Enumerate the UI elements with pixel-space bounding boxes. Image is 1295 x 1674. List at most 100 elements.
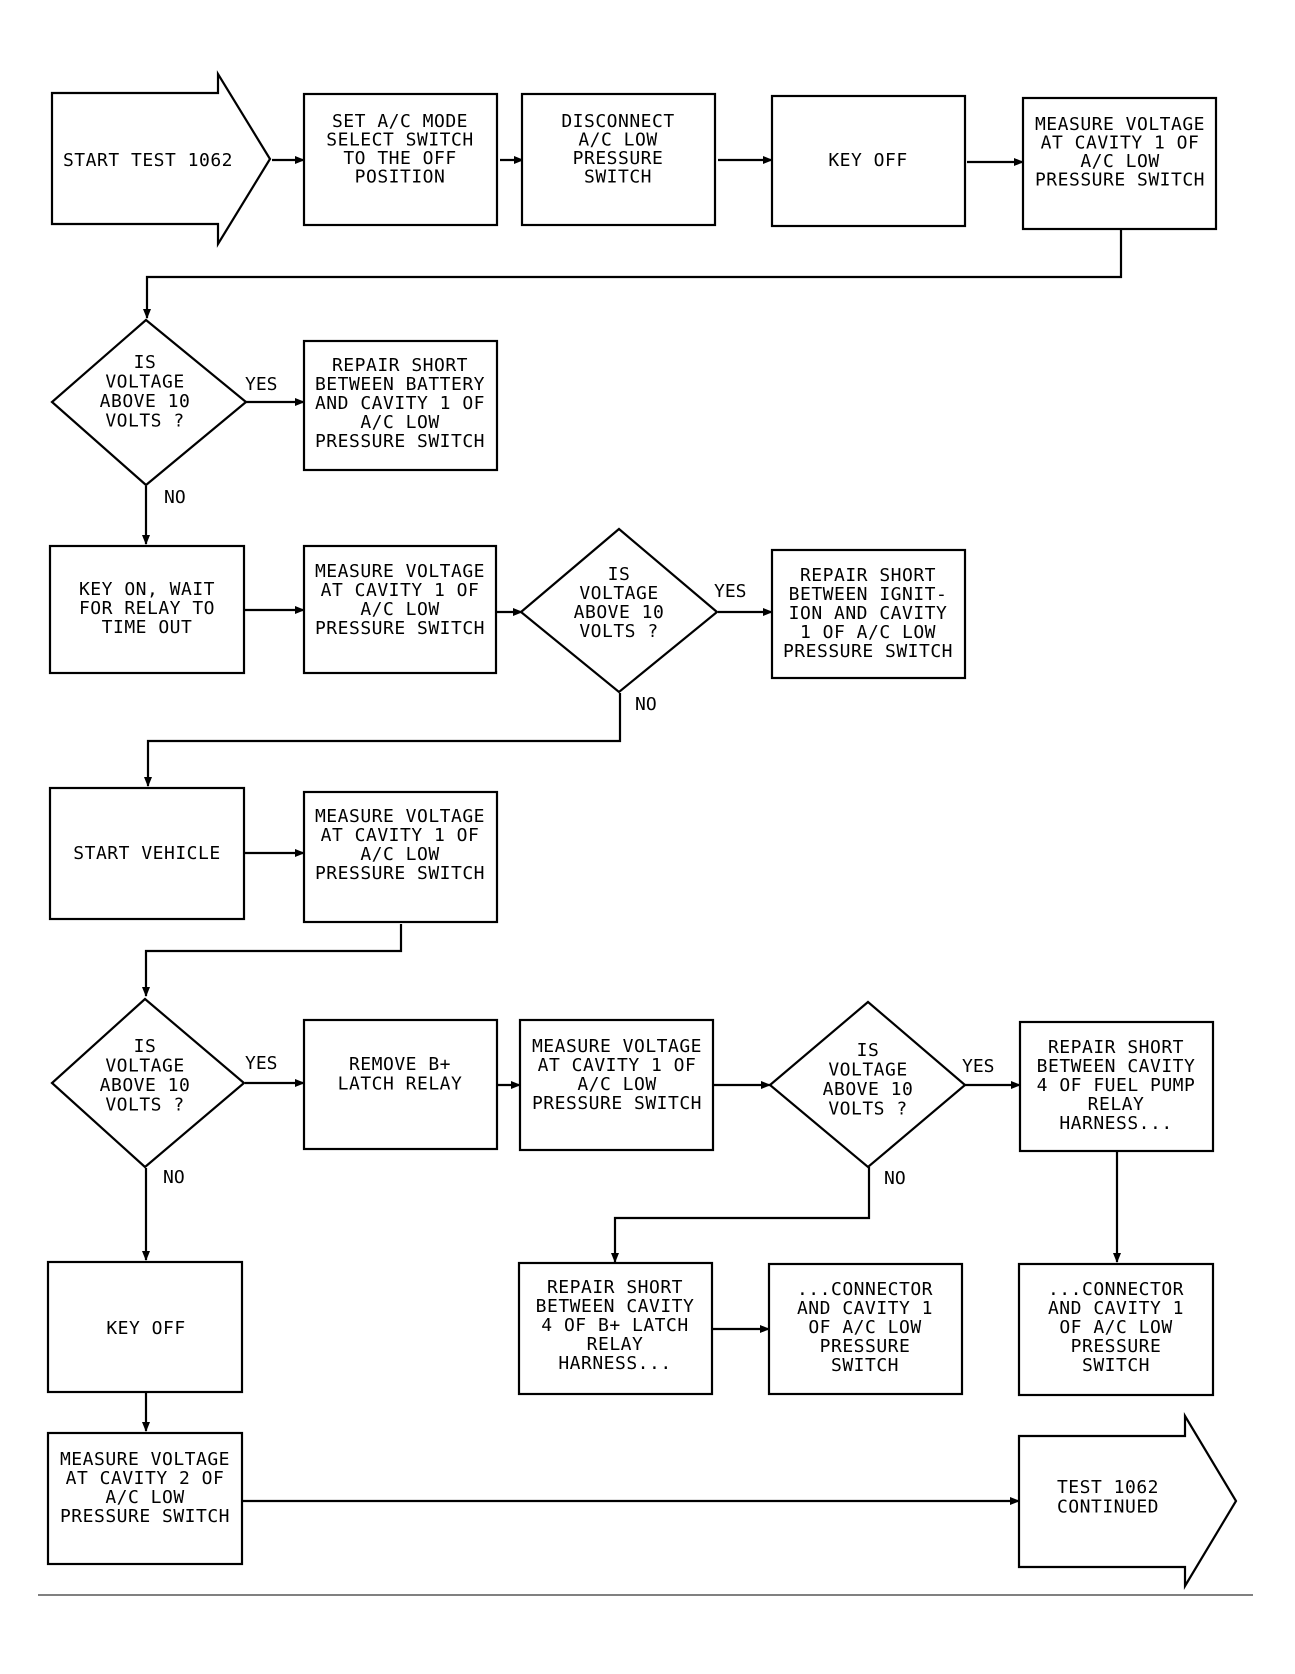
key-off-1-label: KEY OFF xyxy=(828,150,907,171)
decision-3-label: VOLTAGE xyxy=(105,1056,184,1077)
no-label: NO xyxy=(164,487,186,508)
conn-fuel-label: ...CONNECTOR xyxy=(1048,1279,1184,1300)
key-off-2-label: KEY OFF xyxy=(106,1318,185,1339)
measure-5-label: AT CAVITY 2 OF xyxy=(66,1468,225,1489)
disconnect-label: SWITCH xyxy=(584,167,652,188)
no-label: NO xyxy=(635,694,657,715)
decision-4-label: VOLTAGE xyxy=(828,1060,907,1081)
repair-1-label: BETWEEN BATTERY xyxy=(315,374,485,395)
measure-2-label: AT CAVITY 1 OF xyxy=(321,580,480,601)
conn-fuel-label: SWITCH xyxy=(1082,1355,1150,1376)
repair-fuel-box xyxy=(1018,1020,1215,1153)
decision-2-diamond xyxy=(519,527,719,694)
measure-3-label: MEASURE VOLTAGE xyxy=(315,806,485,827)
repair-1-label: A/C LOW xyxy=(360,412,439,433)
repair-latch-label: RELAY xyxy=(587,1334,644,1355)
repair-fuel-label: 4 OF FUEL PUMP xyxy=(1037,1075,1196,1096)
no-label: NO xyxy=(163,1167,185,1188)
measure-1-box xyxy=(1021,96,1218,231)
decision-2-label: VOLTAGE xyxy=(579,583,658,604)
repair-latch-label: 4 OF B+ LATCH xyxy=(541,1315,688,1336)
repair-1-label: PRESSURE SWITCH xyxy=(315,431,485,452)
key-on-label: KEY ON, WAIT xyxy=(79,579,215,600)
measure-4-label: AT CAVITY 1 OF xyxy=(538,1055,697,1076)
disconnect-label: A/C LOW xyxy=(578,130,657,151)
conn-latch-label: OF A/C LOW xyxy=(808,1317,921,1338)
measure-1-label: A/C LOW xyxy=(1080,151,1159,172)
edge-measure-1-to-decision-1 xyxy=(143,229,1123,319)
yes-label: YES xyxy=(245,374,278,395)
conn-latch-label: SWITCH xyxy=(831,1355,899,1376)
measure-1-label: MEASURE VOLTAGE xyxy=(1035,114,1205,135)
edge-measure-3-to-decision-3 xyxy=(142,924,403,997)
key-off-2-box xyxy=(46,1260,244,1394)
decision-2-label: IS xyxy=(608,564,631,585)
measure-2-label: A/C LOW xyxy=(360,599,439,620)
decision-4-label: ABOVE 10 xyxy=(823,1079,914,1100)
repair-2-box xyxy=(770,548,967,680)
decision-3-diamond xyxy=(50,997,246,1169)
repair-fuel-label: RELAY xyxy=(1088,1094,1145,1115)
conn-fuel-label: AND CAVITY 1 xyxy=(1048,1298,1184,1319)
repair-latch-box xyxy=(517,1261,714,1396)
repair-1-label: AND CAVITY 1 OF xyxy=(315,393,485,414)
repair-2-label: BETWEEN IGNIT- xyxy=(789,584,948,605)
measure-3-label: A/C LOW xyxy=(360,844,439,865)
measure-2-label: PRESSURE SWITCH xyxy=(315,618,485,639)
connector-fuel-box xyxy=(1017,1262,1215,1397)
repair-fuel-label: HARNESS... xyxy=(1059,1113,1172,1134)
measure-1-label: AT CAVITY 1 OF xyxy=(1041,133,1200,154)
measure-5-box xyxy=(46,1431,244,1566)
decision-3-label: ABOVE 10 xyxy=(100,1075,191,1096)
yes-label: YES xyxy=(245,1053,278,1074)
edge-labels: YES NO YES NO YES NO YES NO xyxy=(163,374,995,1189)
decision-3-label: IS xyxy=(134,1036,157,1057)
measure-5-label: MEASURE VOLTAGE xyxy=(60,1449,230,1470)
measure-4-label: PRESSURE SWITCH xyxy=(532,1093,702,1114)
continued-arrow xyxy=(1017,1412,1238,1590)
start-arrow xyxy=(50,70,272,248)
measure-3-box xyxy=(302,790,499,924)
measure-4-box xyxy=(518,1018,715,1152)
continued-label: CONTINUED xyxy=(1057,1497,1159,1518)
conn-latch-label: AND CAVITY 1 xyxy=(797,1298,933,1319)
repair-2-label: ION AND CAVITY xyxy=(789,603,948,624)
remove-relay-label: REMOVE B+ xyxy=(349,1054,451,1075)
edge-decision-2-no xyxy=(144,693,622,787)
set-mode-label: TO THE OFF xyxy=(343,148,456,169)
no-label: NO xyxy=(884,1168,906,1189)
key-on-label: TIME OUT xyxy=(102,617,193,638)
decision-1-diamond xyxy=(50,318,248,487)
measure-2-box xyxy=(302,544,498,675)
decision-1-label: VOLTAGE xyxy=(105,372,184,393)
measure-1-label: PRESSURE SWITCH xyxy=(1035,170,1205,191)
key-on-label: FOR RELAY TO xyxy=(79,598,215,619)
decision-1-label: VOLTS ? xyxy=(105,411,184,432)
set-mode-label: SELECT SWITCH xyxy=(326,130,473,151)
repair-2-label: REPAIR SHORT xyxy=(800,565,936,586)
remove-relay-box xyxy=(302,1018,499,1151)
repair-1-label: REPAIR SHORT xyxy=(332,355,468,376)
conn-fuel-label: PRESSURE xyxy=(1071,1336,1162,1357)
yes-label: YES xyxy=(714,581,747,602)
start-vehicle-label: START VEHICLE xyxy=(73,843,220,864)
disconnect-box xyxy=(520,92,717,227)
measure-3-label: PRESSURE SWITCH xyxy=(315,863,485,884)
conn-latch-label: ...CONNECTOR xyxy=(797,1279,933,1300)
connectors xyxy=(142,156,1123,1505)
repair-latch-label: REPAIR SHORT xyxy=(547,1277,683,1298)
measure-4-label: MEASURE VOLTAGE xyxy=(532,1036,702,1057)
set-mode-label: SET A/C MODE xyxy=(332,111,468,132)
decision-2-label: ABOVE 10 xyxy=(574,602,665,623)
key-on-box xyxy=(48,544,246,675)
repair-fuel-label: REPAIR SHORT xyxy=(1048,1037,1184,1058)
conn-fuel-label: OF A/C LOW xyxy=(1059,1317,1172,1338)
start-label: START TEST 1062 xyxy=(63,150,233,171)
decision-1-label: IS xyxy=(134,352,157,373)
repair-latch-label: BETWEEN CAVITY xyxy=(536,1296,695,1317)
repair-latch-label: HARNESS... xyxy=(558,1353,671,1374)
disconnect-label: DISCONNECT xyxy=(561,111,674,132)
yes-label: YES xyxy=(962,1056,995,1077)
decision-4-diamond xyxy=(768,1000,967,1169)
